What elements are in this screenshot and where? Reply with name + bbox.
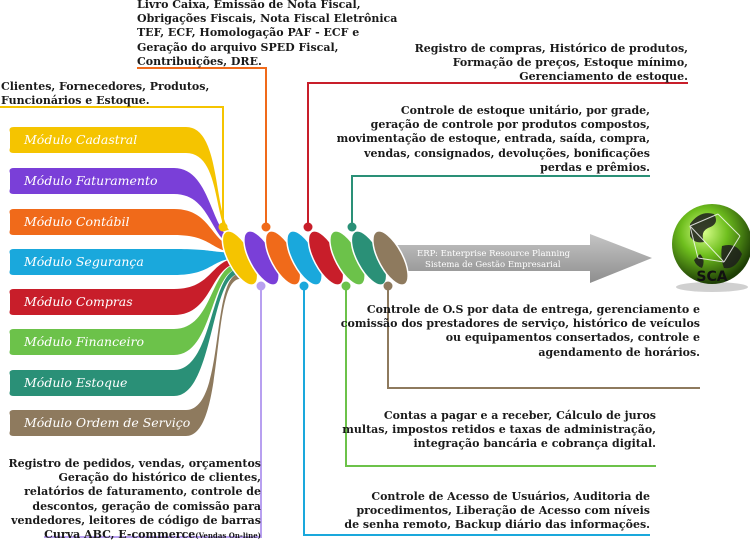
dot-cadastral xyxy=(218,222,228,232)
dot-compras xyxy=(303,222,313,232)
connector-seguranca xyxy=(303,286,650,536)
connector-cadastral xyxy=(0,106,224,226)
note-compras: Registro de compras, Histórico de produt… xyxy=(414,42,688,84)
arrow-line-1: ERP: Enterprise Resource Planning xyxy=(417,249,571,259)
arrow-line-2: Sistema de Gestão Empresarial xyxy=(425,259,561,270)
module-ribbon xyxy=(9,268,240,396)
note-faturamento-text: Registro de pedidos, vendas, orçamentos … xyxy=(8,457,261,542)
module-ribbon xyxy=(9,168,240,248)
connector-faturamento xyxy=(44,286,262,538)
dot-estoque xyxy=(347,222,357,232)
note-contabil: Livro Caixa, Emissão de Nota Fiscal, Obr… xyxy=(137,0,398,68)
module-ribbon xyxy=(9,263,240,355)
module-label: Módulo Financeiro xyxy=(23,334,144,349)
module-ribbon xyxy=(9,209,240,253)
note-estoque: Controle de estoque unitário, por grade,… xyxy=(336,104,650,174)
module-label: Módulo Faturamento xyxy=(23,173,158,188)
note-financeiro: Contas a pagar e a receber, Cálculo de j… xyxy=(342,409,656,451)
dot-seguranca xyxy=(299,281,309,291)
connector-ordem xyxy=(387,286,700,389)
dot-faturamento xyxy=(256,281,266,291)
connector-lines xyxy=(0,67,700,538)
dot-contabil xyxy=(261,222,271,232)
connector-compras xyxy=(307,82,688,226)
module-label: Módulo Cadastral xyxy=(23,132,137,147)
note-faturamento: Registro de pedidos, vendas, orçamentos … xyxy=(9,457,261,543)
dot-ordem xyxy=(383,281,393,291)
globe-logo: SCA xyxy=(672,204,750,292)
globe-label: SCA xyxy=(696,269,727,285)
module-label: Módulo Ordem de Serviço xyxy=(23,415,190,430)
note-cadastral: Clientes, Fornecedores, Produtos, Funcio… xyxy=(1,80,210,108)
globe-shadow xyxy=(676,282,748,292)
module-label: Módulo Estoque xyxy=(23,375,127,390)
module-ribbon xyxy=(9,258,240,315)
module-ribbon xyxy=(9,249,240,275)
connector-contabil xyxy=(137,67,267,226)
module-label: Módulo Compras xyxy=(23,294,133,309)
erp-arrow: ERP: Enterprise Resource Planning Sistem… xyxy=(378,234,652,283)
module-label: Módulo Contábil xyxy=(23,214,130,229)
connector-estoque xyxy=(351,175,650,226)
module-ribbon xyxy=(9,273,240,436)
connector-dots xyxy=(218,222,393,291)
module-ribbon xyxy=(9,127,240,243)
note-faturamento-small: (Vendas On-line) xyxy=(195,531,261,541)
note-seguranca: Controle de Acesso de Usuários, Auditori… xyxy=(344,490,650,532)
dot-financeiro xyxy=(341,281,351,291)
module-label: Módulo Segurança xyxy=(23,254,144,269)
connector-financeiro xyxy=(345,286,656,467)
note-ordem: Controle de O.S por data de entrega, ger… xyxy=(340,303,700,359)
module-coils xyxy=(221,230,409,286)
coil-loop xyxy=(372,230,409,286)
